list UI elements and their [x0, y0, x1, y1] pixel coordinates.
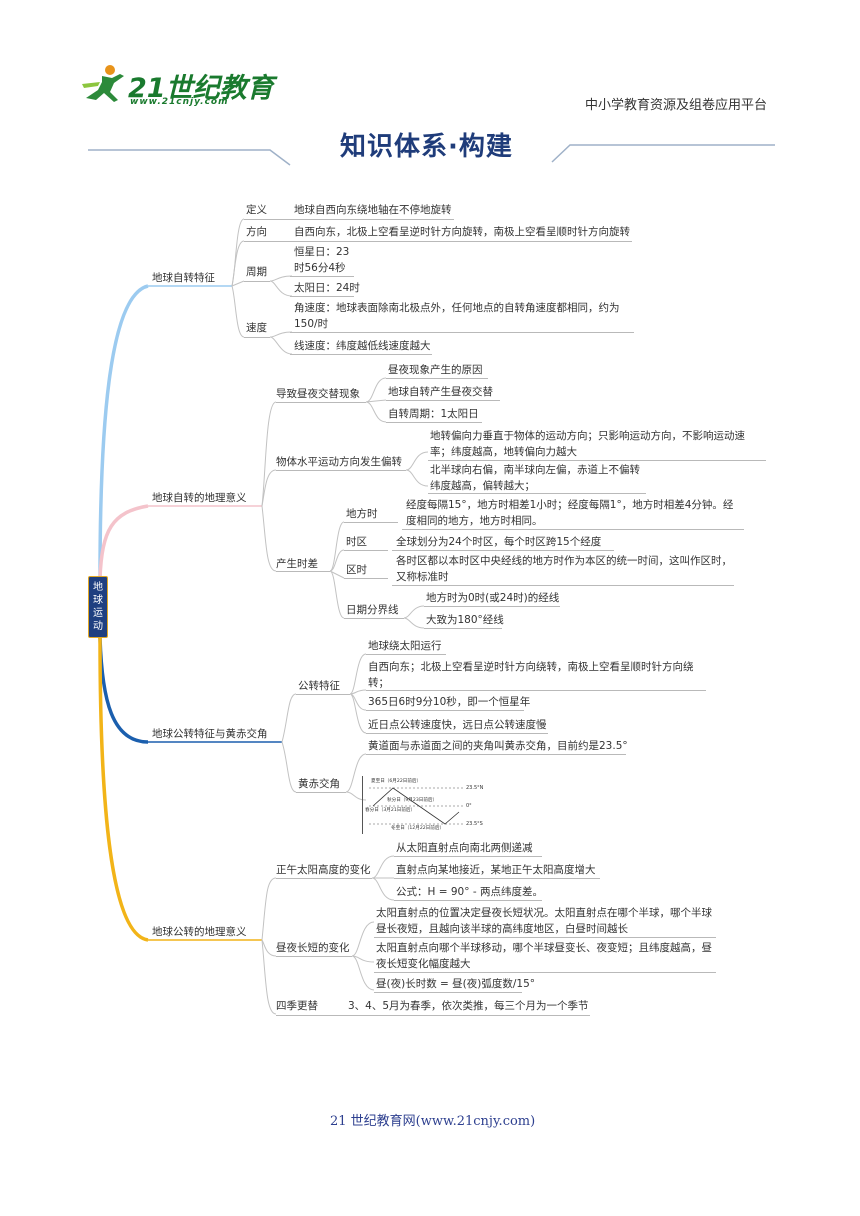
- footer-text: 21 世纪教育网(www.21cnjy.com): [330, 1114, 536, 1129]
- zone-time-text: 各时区都以本时区中央经线的地方时作为本区的统一时间，这叫作区时，又称标准时: [396, 555, 732, 583]
- runner-logo-icon: [82, 65, 124, 102]
- tropic-south-label: 23.5°S: [466, 821, 483, 827]
- date-line-meridian: 地方时为0时(或24时)的经线: [426, 592, 560, 604]
- root-char: 动: [93, 621, 103, 632]
- node-speed: 速度: [246, 322, 267, 334]
- date-line-180: 大致为180°经线: [426, 614, 504, 626]
- solar-day: 太阳日：24时: [294, 282, 360, 294]
- noon-formula: 公式：H = 90° - 两点纬度差。: [396, 886, 543, 898]
- platform-name: 中小学教育资源及组卷应用平台: [585, 98, 768, 113]
- daynight-rotation: 地球自转产生昼夜交替: [388, 386, 493, 398]
- root-char: 运: [93, 608, 103, 619]
- obliquity-text: 黄道面与赤道面之间的夹角叫黄赤交角，目前约是23.5°: [368, 740, 628, 752]
- direction-text: 自西向东，北极上空看呈逆时针方向旋转，南极上空看呈顺时针方向旋转: [294, 226, 630, 238]
- root-node: 地 球 运 动: [88, 576, 108, 638]
- revolution-speed: 近日点公转速度快，远日点公转速度慢: [368, 719, 547, 731]
- day-length-movement: 太阳直射点向哪个半球移动，哪个半球昼变长、夜变短；且纬度越高，昼夜长短变化幅度越…: [376, 942, 712, 970]
- spring-equinox-label: 春分日（3月21日前后）: [365, 808, 416, 813]
- equator-label: 0°: [466, 803, 472, 809]
- daynight-period: 自转周期：1太阳日: [388, 408, 479, 420]
- autumn-equinox-label: 秋分日（9月23日前后）: [387, 798, 438, 803]
- local-time-text: 经度每隔15°，地方时相差1小时；经度每隔1°，地方时相差4分钟。经度相同的地方…: [406, 499, 734, 527]
- deflection-force: 地转偏向力垂直于物体的运动方向；只影响运动方向，不影响运动速率；纬度越高，地转偏…: [430, 430, 745, 458]
- banner-lines: [88, 144, 775, 166]
- day-length-position: 太阳直射点的位置决定昼夜长短状况。太阳直射点在哪个半球，哪个半球昼长夜短，且越向…: [376, 907, 712, 935]
- deflection-direction: 北半球向右偏，南半球向左偏，赤道上不偏转纬度越高，偏转越大；: [430, 464, 640, 492]
- node-time-difference: 产生时差: [276, 558, 318, 570]
- sidereal-day: 恒星日：23时56分4秒: [294, 246, 350, 274]
- node-noon-sun-height: 正午太阳高度的变化: [276, 864, 371, 876]
- summer-solstice-label: 夏至日（6月22日前后）: [371, 779, 422, 784]
- node-time-zone: 时区: [346, 536, 367, 548]
- sun-direct-point-figure: 夏至日（6月22日前后） 秋分日（9月23日前后） 春分日（3月21日前后） 冬…: [362, 776, 495, 834]
- node-local-time: 地方时: [346, 508, 378, 520]
- definition-text: 地球自西向东绕地轴在不停地旋转: [294, 204, 452, 216]
- root-char: 地: [93, 582, 103, 593]
- noon-approach: 直射点向某地接近，某地正午太阳高度增大: [396, 864, 596, 876]
- branch-revolution-significance: 地球公转的地理意义: [152, 926, 247, 938]
- revolution-direction: 自西向东；北极上空看呈逆时针方向绕转，南极上空看呈顺时针方向绕转；: [368, 661, 694, 689]
- time-zone-text: 全球划分为24个时区，每个时区跨15个经度: [396, 536, 602, 548]
- logo-url: www.21cnjy.com: [130, 97, 229, 107]
- day-length-formula: 昼(夜)长时数 = 昼(夜)弧度数/15°: [376, 978, 536, 990]
- node-revolution-features: 公转特征: [298, 680, 340, 692]
- linear-speed: 线速度：纬度越低线速度越大: [294, 340, 431, 352]
- noon-decrease: 从太阳直射点向南北两侧递减: [396, 842, 533, 854]
- node-deflection: 物体水平运动方向发生偏转: [276, 456, 402, 468]
- logo: 21世纪教育 www.21cnjy.com: [80, 62, 274, 110]
- node-daynight: 导致昼夜交替现象: [276, 388, 360, 400]
- node-direction: 方向: [246, 226, 267, 238]
- sidereal-year: 365日6时9分10秒，即一个恒星年: [368, 696, 531, 708]
- node-date-line: 日期分界线: [346, 604, 399, 616]
- root-char: 球: [93, 595, 103, 606]
- branch-rotation-significance: 地球自转的地理意义: [152, 492, 247, 504]
- node-definition: 定义: [246, 204, 267, 216]
- logo-text: 21世纪教育: [128, 73, 274, 104]
- revolution-around-sun: 地球绕太阳运行: [368, 640, 442, 652]
- node-zone-time: 区时: [346, 564, 367, 576]
- daynight-cause: 昼夜现象产生的原因: [388, 364, 483, 376]
- node-seasons: 四季更替: [276, 1000, 318, 1012]
- node-day-length: 昼夜长短的变化: [276, 942, 350, 954]
- seasons-text: 3、4、5月为春季，依次类推，每三个月为一个季节: [348, 1000, 589, 1012]
- node-period: 周期: [246, 266, 267, 278]
- winter-solstice-label: 冬至日（12月22日前后）: [391, 826, 445, 831]
- node-obliquity: 黄赤交角: [298, 778, 340, 790]
- branch-rotation-features: 地球自转特征: [152, 272, 215, 284]
- branch-revolution-obliquity: 地球公转特征与黄赤交角: [152, 728, 268, 740]
- sun-path-diagram: [369, 787, 463, 825]
- page-title: 知识体系·构建: [340, 132, 513, 162]
- tropic-north-label: 23.5°N: [466, 785, 484, 791]
- angular-speed: 角速度：地球表面除南北极点外，任何地点的自转角速度都相同，约为150/时: [294, 302, 620, 330]
